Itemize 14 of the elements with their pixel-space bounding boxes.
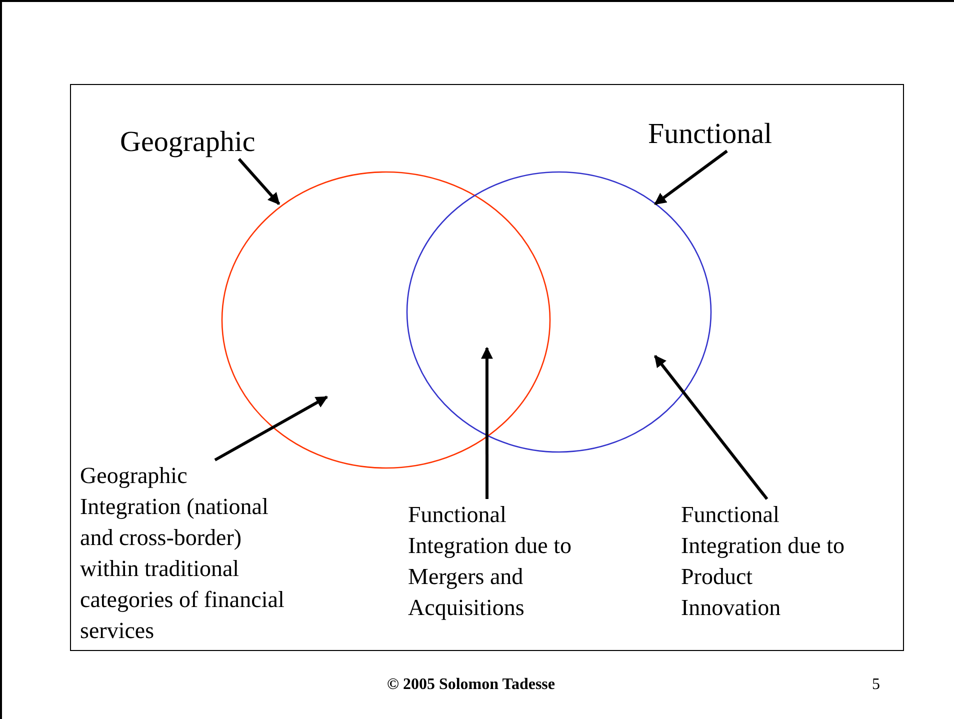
circle-label: Geographic xyxy=(120,125,256,159)
leader-arrow xyxy=(654,150,728,206)
leader-arrow xyxy=(654,355,768,500)
leader-arrow xyxy=(238,158,280,205)
annotation-text: Functional Integration due to Product Innovation xyxy=(681,499,851,623)
annotation-text: Geographic Integration (national and cross-border) within traditional categories of financial services xyxy=(80,460,290,646)
page-number: 5 xyxy=(872,676,880,694)
venn-circle xyxy=(221,171,551,469)
copyright-note: © 2005 Solomon Tadesse xyxy=(387,676,555,694)
leader-arrow xyxy=(214,396,328,462)
circle-label: Functional xyxy=(648,117,772,151)
leader-arrow xyxy=(480,346,493,499)
venn-circle xyxy=(406,171,712,453)
annotation-text: Functional Integration due to Mergers and Acquisitions xyxy=(408,499,608,623)
